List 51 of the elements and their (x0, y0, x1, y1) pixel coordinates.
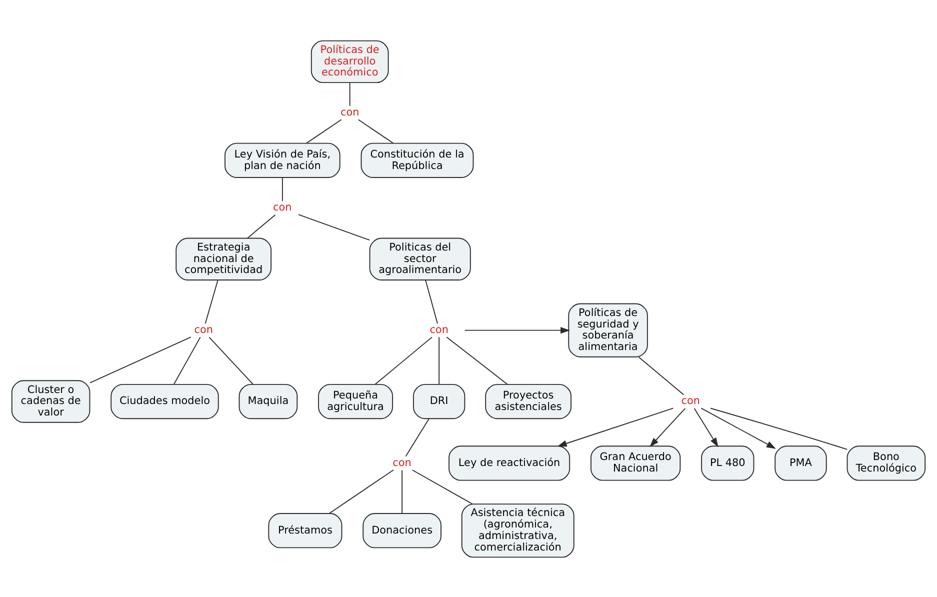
connector (349, 82, 350, 106)
connector (306, 118, 342, 144)
node-box: Préstamos (268, 512, 342, 548)
arrow (464, 326, 570, 334)
connector (710, 407, 848, 450)
connector (208, 336, 254, 384)
node-text: con (681, 394, 700, 407)
node-box: Maquila (238, 383, 298, 419)
node-box: Estrategia nacional de competitividad (176, 237, 272, 280)
node-box: Ley de reactivación (448, 445, 570, 480)
connector (446, 336, 508, 384)
arrow (700, 407, 776, 448)
node-box: Pequeña agricultura (318, 383, 394, 419)
connector (328, 469, 394, 514)
arrow (694, 407, 718, 447)
arrow (650, 407, 686, 447)
node-box: Políticas de desarrollo económico (310, 40, 389, 83)
node-box: Politicas del sector agroalimentario (369, 237, 471, 280)
connector (412, 469, 473, 504)
connector (438, 336, 440, 384)
node-box: PMA (774, 445, 827, 480)
node-box: Donaciones (362, 512, 442, 548)
connector (425, 279, 438, 324)
node-text: con (392, 456, 412, 468)
node-box: Ciudades modelo (110, 383, 219, 419)
node-box: Políticas de seguridad y soberanía alimentaria (568, 302, 648, 357)
connector (173, 336, 201, 384)
connector (89, 336, 192, 383)
node-box: Bono Tecnológico (846, 445, 926, 480)
connector (405, 418, 430, 456)
connector (282, 176, 283, 202)
connector (374, 336, 432, 384)
connector (298, 214, 370, 240)
node-box: PL 480 (701, 445, 754, 480)
node-box: Cluster o cadenas de valor (11, 380, 90, 422)
node-box: Proyectos asistenciales (485, 383, 572, 419)
node-box: Constitución de la República (360, 142, 474, 178)
node-box: DRI (412, 383, 466, 419)
node-box: Asistencia técnica (agronómica, administrativa, comercialización (461, 503, 574, 558)
connector (638, 356, 684, 395)
node-text: con (340, 106, 360, 118)
connector (358, 118, 394, 144)
node-text: con (194, 323, 214, 336)
node-text: con (273, 201, 292, 214)
connector (204, 279, 218, 324)
arrow (557, 407, 674, 446)
node-box: Ley Visión de País, plan de nación (224, 142, 340, 178)
connector (246, 214, 276, 238)
connector (402, 469, 403, 514)
node-text: con (430, 323, 448, 336)
node-box: Gran Acuerdo Nacional (590, 445, 681, 480)
